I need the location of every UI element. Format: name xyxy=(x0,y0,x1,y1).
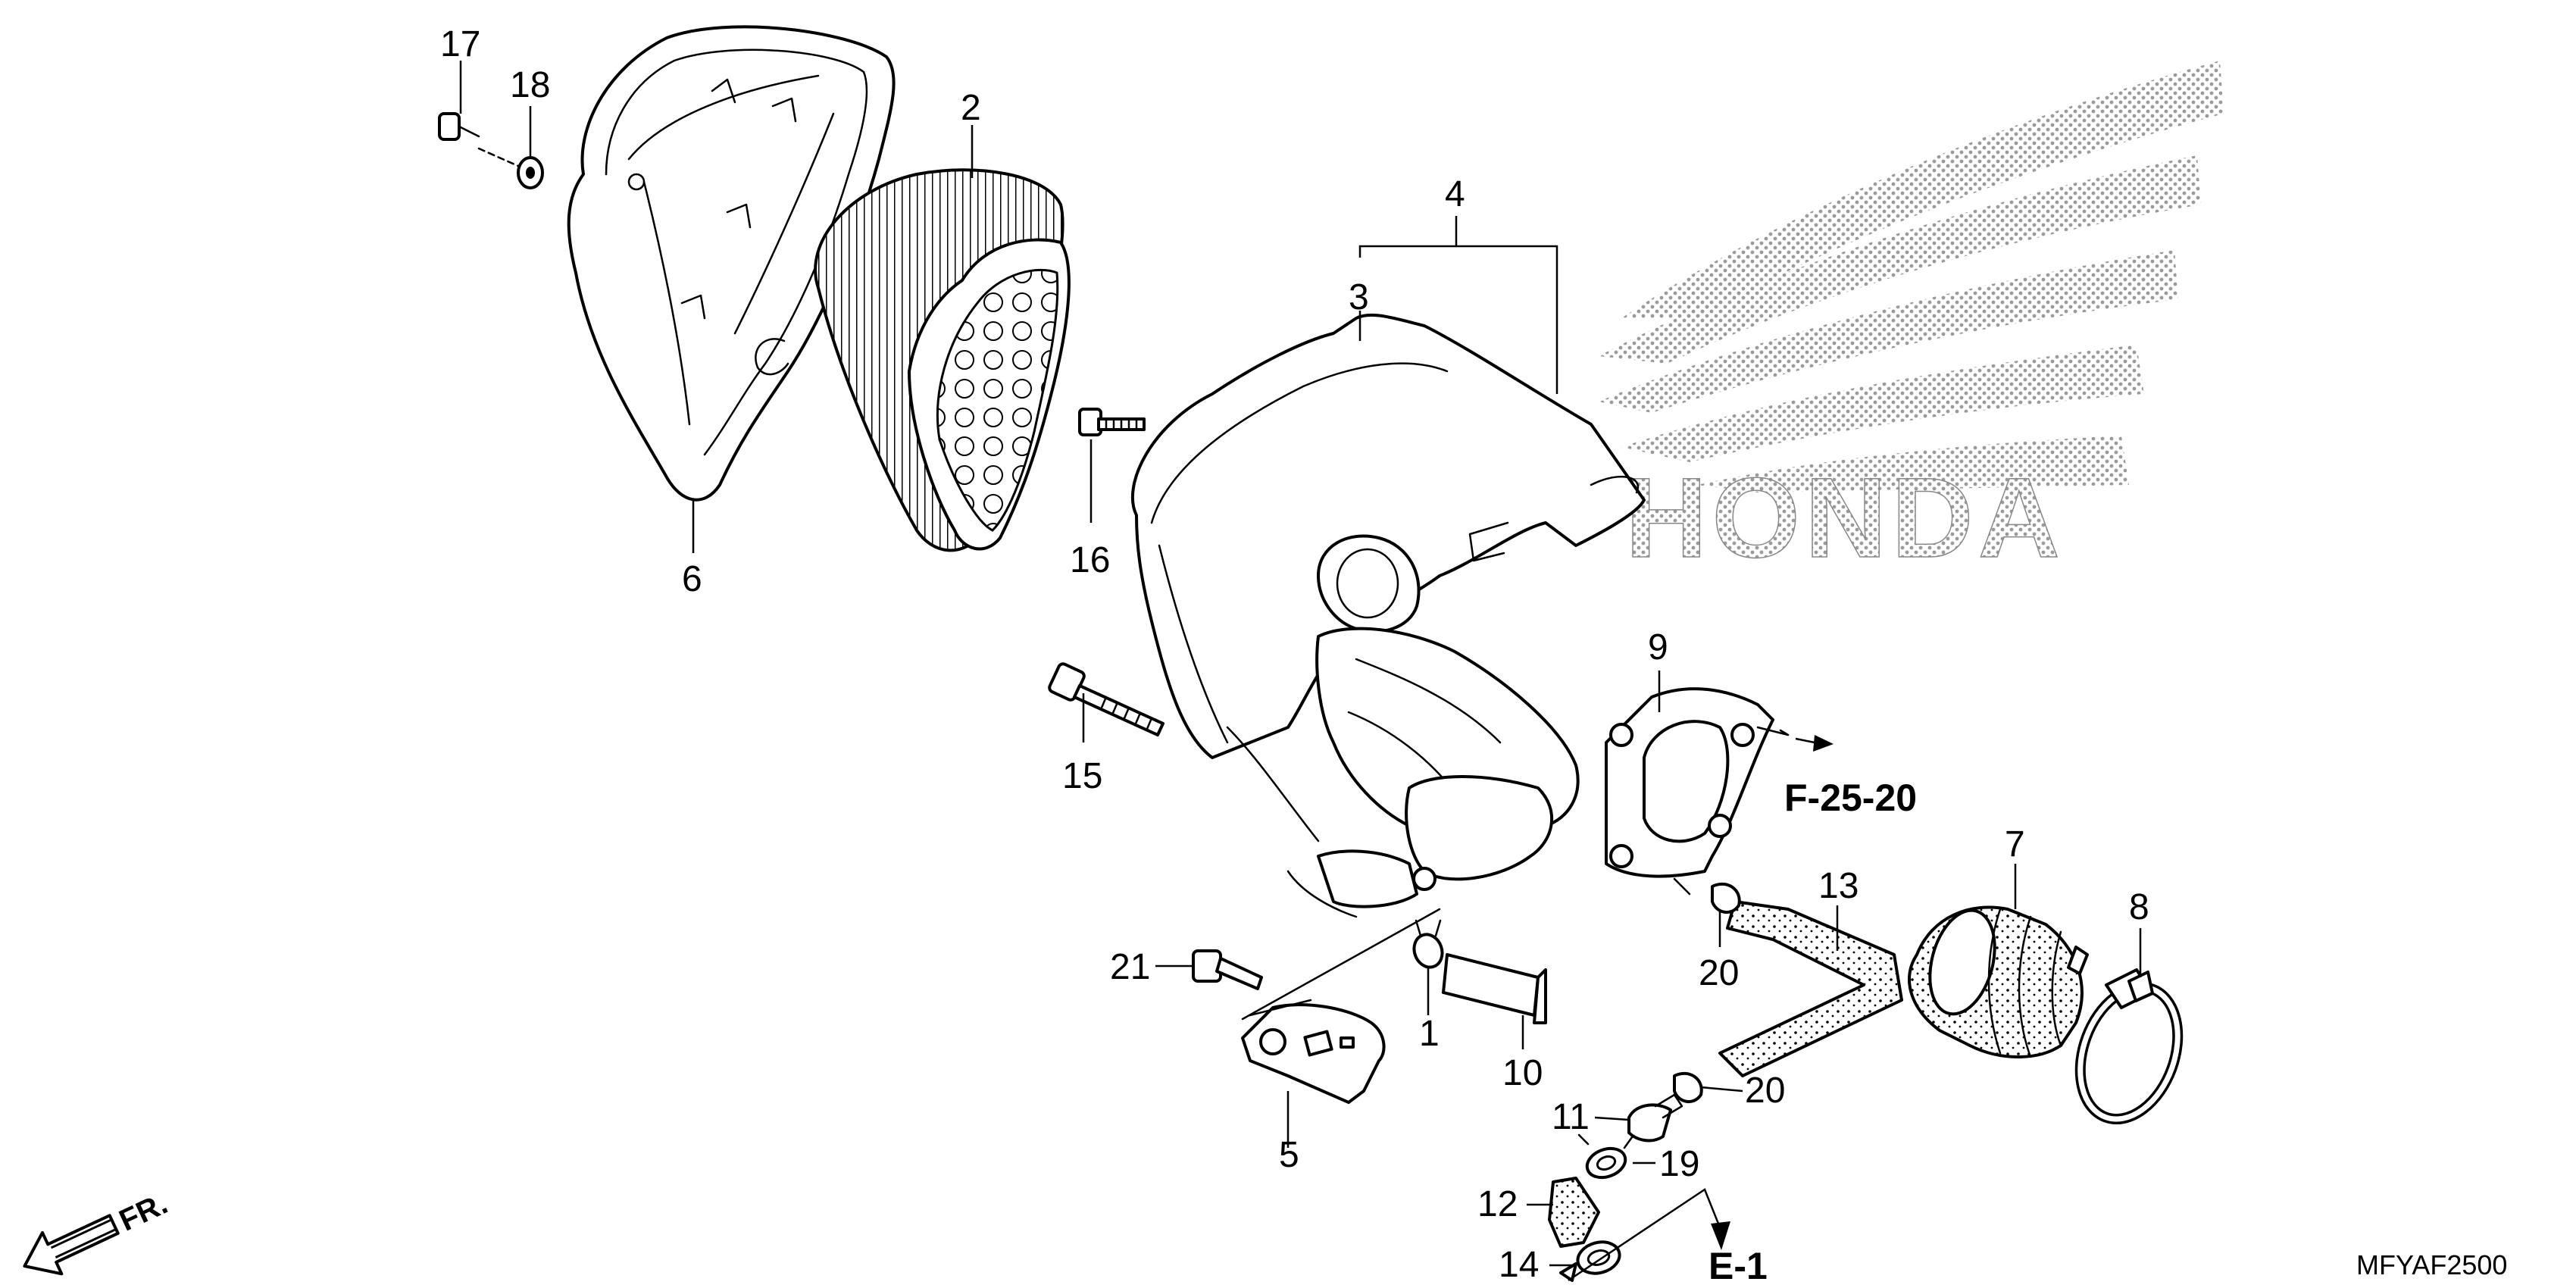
part-10-drain-tube xyxy=(1442,953,1547,1024)
part-14-clamp xyxy=(1559,1240,1621,1282)
callout-20-upper: 20 xyxy=(1699,953,1739,993)
part-16-bolt xyxy=(1078,408,1146,436)
part-9-flange xyxy=(1605,687,1790,896)
callout-5: 5 xyxy=(1279,1135,1299,1175)
callout-8: 8 xyxy=(2129,887,2149,927)
part-7-connecting-tube xyxy=(1908,905,2089,1058)
part-15-bolt xyxy=(1048,662,1165,736)
part-19-oring xyxy=(1577,1133,1633,1180)
callout-6: 6 xyxy=(682,559,702,599)
ref-f-25-20: F-25-20 xyxy=(1784,777,1917,819)
part-12-plug xyxy=(1548,1177,1600,1248)
callout-2: 2 xyxy=(961,88,981,128)
callout-labels: 17 18 2 6 4 3 16 15 9 7 8 13 20 20 1 10 … xyxy=(440,24,2149,1285)
part-21-bolt xyxy=(1192,949,1263,990)
callout-18: 18 xyxy=(510,65,550,105)
front-direction-arrow: FR. xyxy=(23,1186,173,1276)
callout-4: 4 xyxy=(1445,174,1465,214)
honda-logo-text: HONDA xyxy=(1625,454,2065,581)
part-6-cover xyxy=(567,25,896,502)
callout-16: 16 xyxy=(1070,540,1110,580)
part-2-air-filter xyxy=(814,168,1071,552)
part-8-band-clamp xyxy=(2074,968,2184,1125)
callout-12: 12 xyxy=(1477,1184,1518,1224)
callout-20-lower: 20 xyxy=(1745,1071,1785,1111)
callout-21: 21 xyxy=(1110,947,1150,987)
fr-label: FR. xyxy=(114,1186,173,1237)
callout-11: 11 xyxy=(1552,1097,1590,1137)
leader-lines xyxy=(459,61,2142,1282)
callout-17: 17 xyxy=(440,24,480,64)
part-13-tube xyxy=(1718,900,1903,1077)
honda-wing-logo xyxy=(1599,61,2224,492)
callout-10: 10 xyxy=(1502,1053,1543,1093)
part-18-washer xyxy=(477,147,544,189)
callout-7: 7 xyxy=(2005,824,2025,864)
part-20-clip-upper xyxy=(1711,882,1741,914)
callout-13: 13 xyxy=(1818,866,1859,906)
diagram-code: MFYAF2500 xyxy=(2356,1249,2507,1280)
part-3-case xyxy=(1131,313,1646,918)
part-11-plug xyxy=(1627,1093,1683,1143)
part-17-screw xyxy=(438,112,480,141)
callout-19: 19 xyxy=(1659,1144,1699,1184)
part-20-clip-lower xyxy=(1673,1071,1703,1103)
callout-15: 15 xyxy=(1062,756,1102,796)
ref-e-1: E-1 xyxy=(1708,1245,1768,1287)
callout-14: 14 xyxy=(1499,1245,1539,1285)
callout-1: 1 xyxy=(1419,1014,1440,1054)
callout-9: 9 xyxy=(1648,627,1668,667)
part-5-bracket xyxy=(1241,908,1441,1104)
part-1-clip xyxy=(1412,919,1444,969)
callout-3: 3 xyxy=(1349,277,1369,317)
